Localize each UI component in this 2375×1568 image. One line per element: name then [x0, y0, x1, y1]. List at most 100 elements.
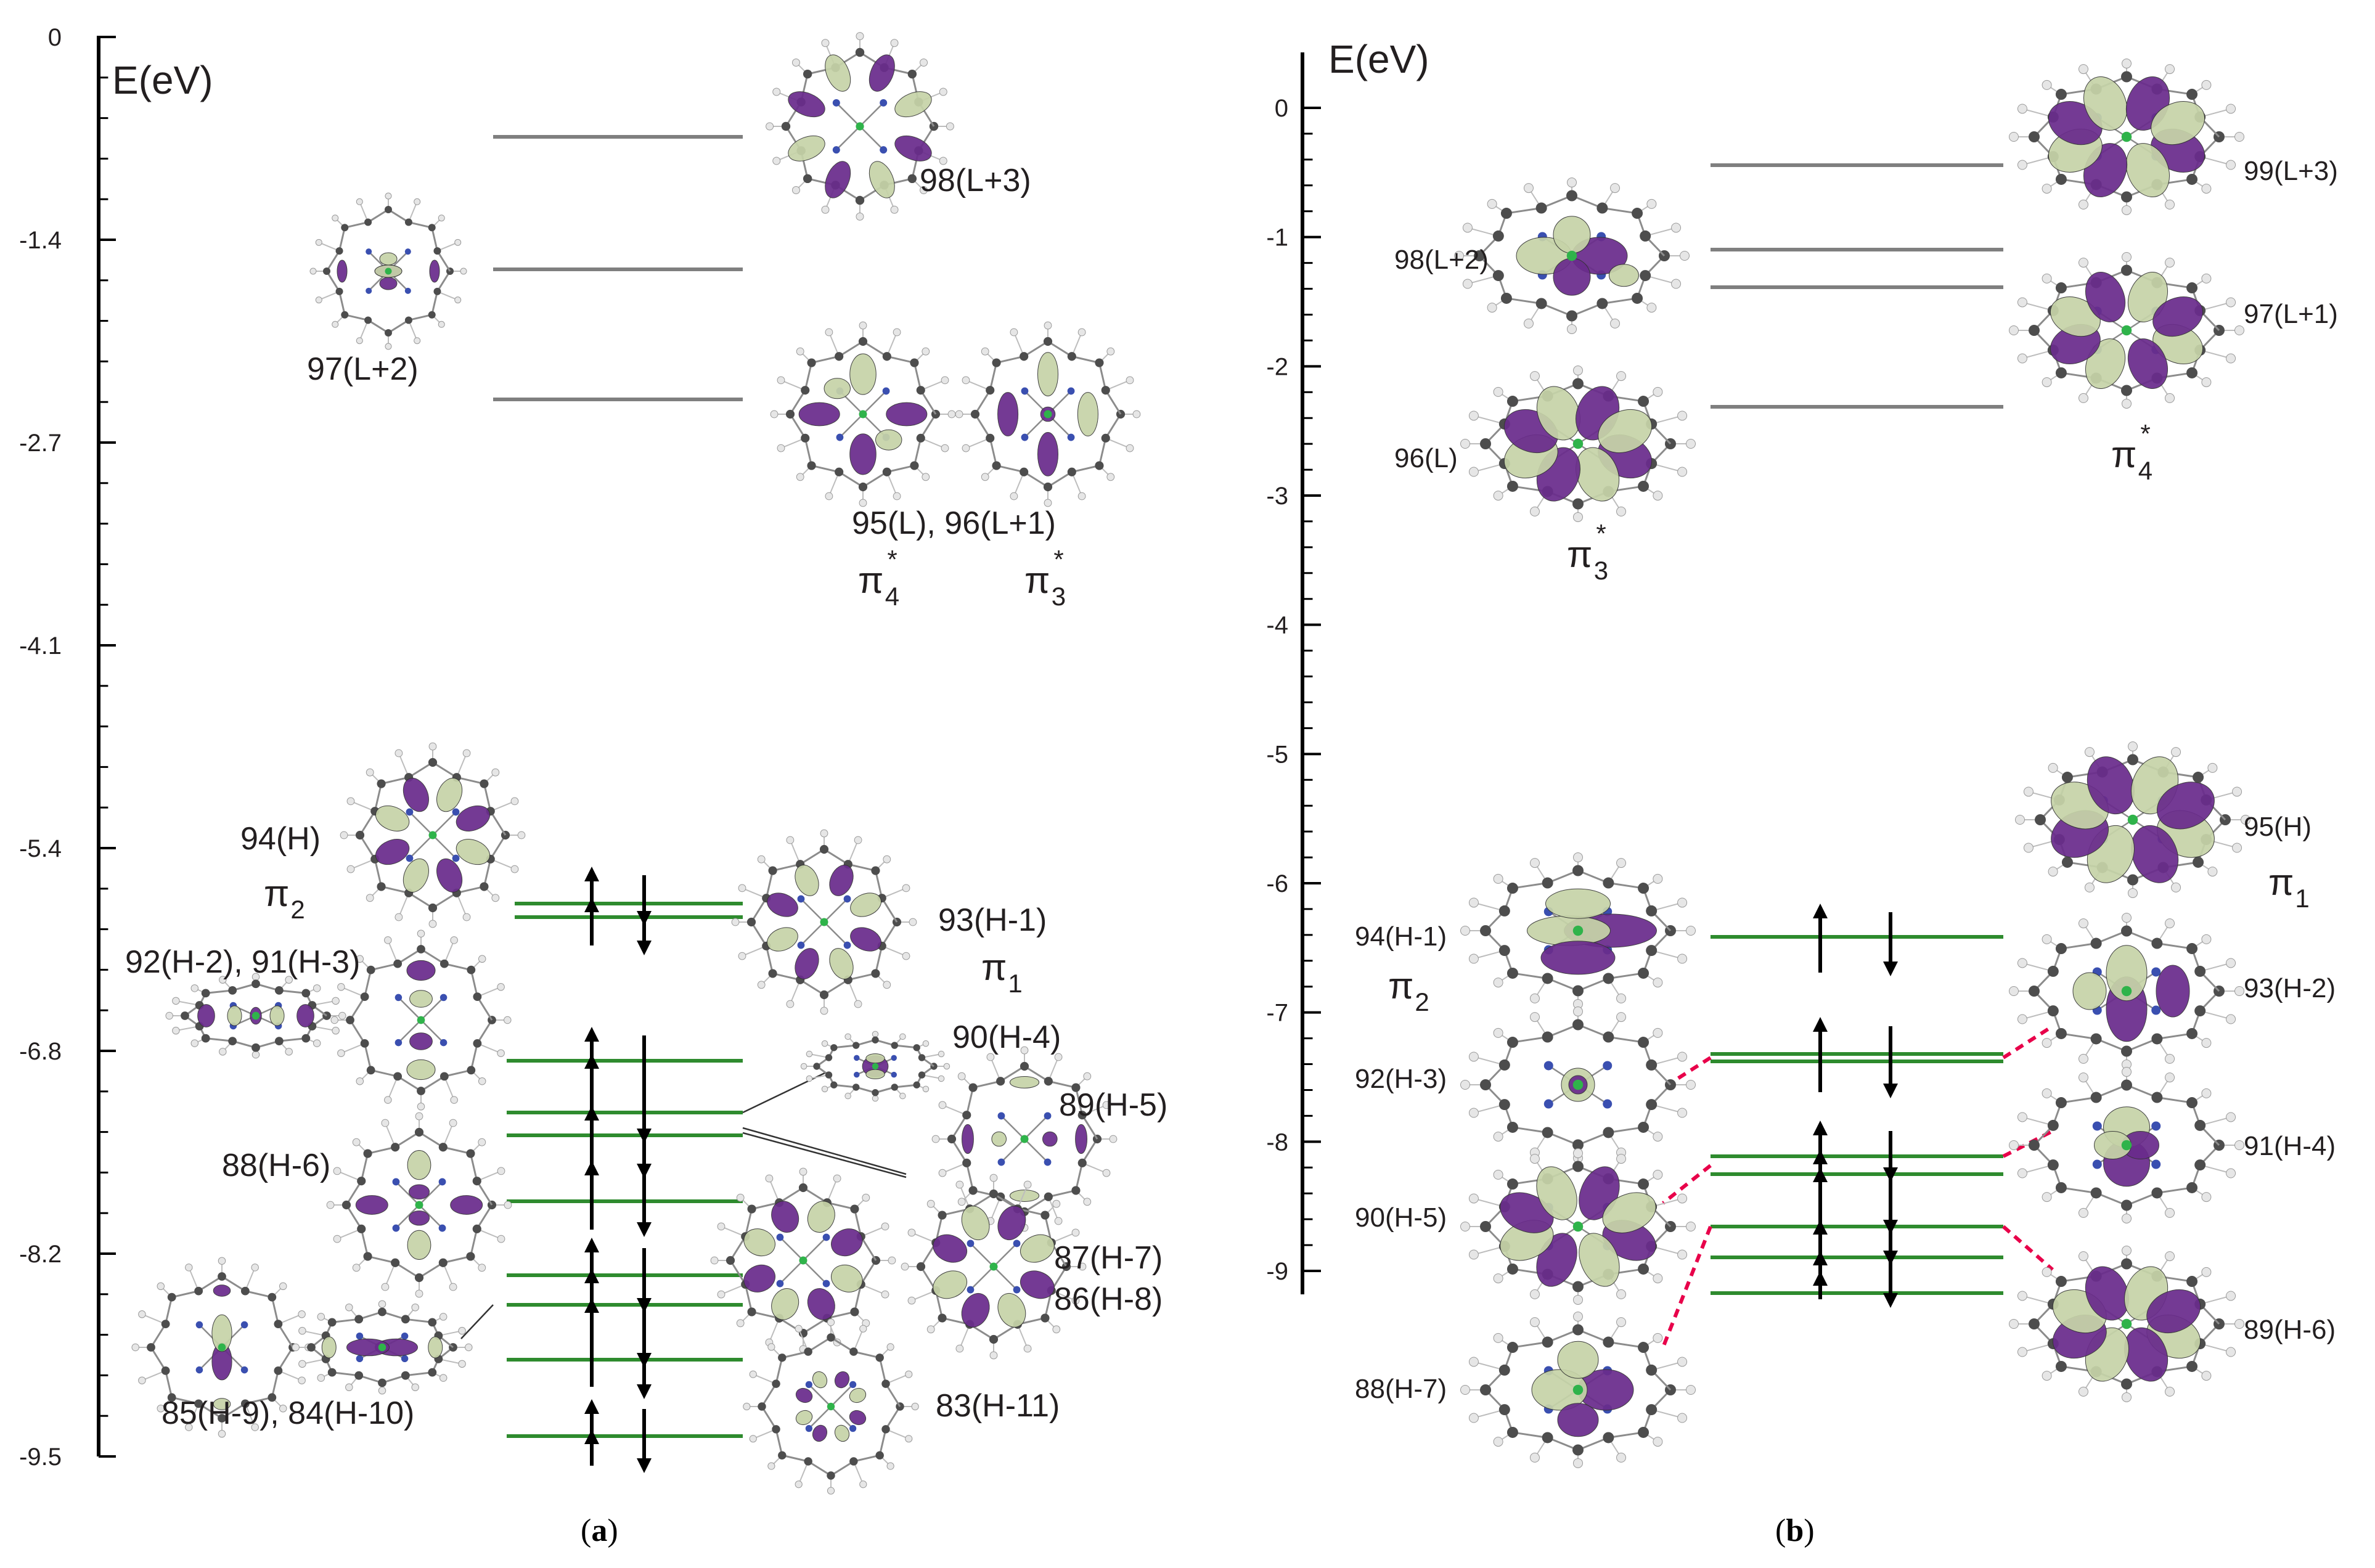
panel-a-pi-labels: π*4 π*3 π2 π1 — [264, 545, 1066, 998]
axis-tick-label: 0 — [1275, 95, 1288, 122]
panel-a-electron-spins — [584, 867, 652, 1473]
axis-tick-label: -2 — [1266, 353, 1288, 380]
axis-tick-label: -4.1 — [19, 632, 62, 659]
axis-tick-label: -8 — [1266, 1129, 1288, 1156]
axis-tick-label: 0 — [48, 24, 62, 51]
axis-tick-label: -7 — [1266, 1000, 1288, 1027]
orbital-87-h7-picture — [710, 1167, 896, 1354]
panel-b: 0 -1 -2 -3 -4 -5 -6 -7 -8 -9 E(eV) — [1266, 37, 2337, 1548]
pi-1-label: π1 — [2268, 862, 2310, 913]
label-90-h4: 90(H-4) — [952, 1019, 1061, 1055]
orbital-85-h9-picture — [131, 1257, 313, 1438]
orbital-91-h4-picture — [2009, 1067, 2244, 1223]
pi-2-label: π2 — [1388, 965, 1429, 1016]
pi-1-label: π1 — [981, 947, 1023, 998]
axis-tick-label: -4 — [1266, 612, 1288, 639]
orbital-95-h-picture — [2015, 741, 2250, 898]
panel-a-labels: 98(L+3) 97(L+2) 95(L), 96(L+1) 94(H) 93(… — [125, 163, 1167, 1431]
orbital-86-h8-picture — [901, 1174, 1087, 1360]
orbital-92-h3-picture — [1460, 1007, 1696, 1163]
orbital-98-l3-picture — [766, 32, 954, 221]
orbital-84-h10-picture — [292, 1300, 473, 1395]
label-93-h2: 93(H-2) — [2244, 973, 2336, 1003]
label-92-h3: 92(H-3) — [1355, 1064, 1447, 1094]
label-98-l3: 98(L+3) — [920, 163, 1031, 198]
panel-a-orbital-pictures — [131, 32, 1141, 1495]
pi-2-label: π2 — [264, 873, 305, 924]
orbital-94-h1-picture — [1460, 852, 1696, 1009]
axis-tick-label: -5.4 — [19, 835, 62, 862]
panel-b-axis-title: E(eV) — [1328, 37, 1429, 81]
orbital-93-h2-picture — [2009, 913, 2244, 1069]
orbital-91-h3-picture — [330, 929, 512, 1111]
orbital-99-l3-picture — [2009, 59, 2244, 215]
orbital-92-h2-picture — [165, 973, 346, 1059]
axis-tick-label: -5 — [1266, 741, 1288, 768]
orbital-89-h6-picture — [2009, 1246, 2244, 1402]
axis-tick-label: -6.8 — [19, 1038, 62, 1065]
label-83-h11: 83(H-11) — [936, 1388, 1060, 1424]
label-89-h6: 89(H-6) — [2244, 1315, 2336, 1345]
panel-b-unoccupied-levels — [1711, 163, 2003, 409]
orbital-88-h7-picture — [1460, 1312, 1696, 1468]
label-90-h5: 90(H-5) — [1355, 1203, 1447, 1233]
label-97-l1: 97(L+1) — [2244, 299, 2338, 329]
pi-star-3-label: π*3 — [1024, 545, 1066, 611]
pi-star-4-label: π*4 — [858, 545, 899, 611]
label-91-h4: 91(H-4) — [2244, 1131, 2336, 1161]
orbital-97-l1-picture — [2009, 252, 2244, 409]
label-99-l3: 99(L+3) — [2244, 156, 2338, 186]
label-89-h5: 89(H-5) — [1059, 1087, 1167, 1123]
orbital-90-h4-picture — [800, 1031, 950, 1102]
label-93-h1: 93(H-1) — [938, 902, 1047, 938]
axis-tick-label: -3 — [1266, 483, 1288, 510]
panel-b-labels: 99(L+3) 98(L+2) 97(L+1) 96(L) 95(H) 94(H… — [1355, 156, 2338, 1404]
orbital-88-h6-picture — [326, 1112, 512, 1298]
axis-tick-label: -9.5 — [19, 1443, 62, 1471]
label-95-96: 95(L), 96(L+1) — [852, 505, 1056, 541]
label-98-l2: 98(L+2) — [1394, 245, 1489, 275]
orbital-94-h-picture — [340, 742, 526, 928]
axis-tick-label: -1.4 — [19, 227, 62, 254]
label-94-h1: 94(H-1) — [1355, 921, 1447, 952]
label-86-h8: 86(H-8) — [1054, 1281, 1163, 1317]
panel-b-electron-spins — [1813, 904, 1898, 1308]
panel-b-correlation-lines — [1661, 1024, 2054, 1349]
orbital-96-l1-picture — [955, 321, 1141, 507]
panel-a-connectors — [460, 1071, 907, 1339]
axis-tick-label: -1 — [1266, 224, 1288, 251]
label-87-h7: 87(H-7) — [1054, 1240, 1163, 1276]
orbital-93-h1-picture — [731, 829, 917, 1015]
panel-a-occupied-levels — [507, 902, 743, 1438]
axis-tick-label: -6 — [1266, 870, 1288, 897]
panel-b-pi-labels: π*4 π*3 π2 π1 — [1388, 419, 2310, 1016]
label-97-l2: 97(L+2) — [307, 351, 419, 387]
orbital-95-l-picture — [770, 321, 956, 507]
panel-b-ticks: 0 -1 -2 -3 -4 -5 -6 -7 -8 -9 — [1266, 95, 1321, 1285]
orbital-90-h5-picture — [1460, 1148, 1696, 1305]
label-94-h: 94(H) — [240, 821, 321, 857]
axis-tick-label: -9 — [1266, 1258, 1288, 1285]
panel-a-ticks: 0 -1.4 -2.7 -4.1 -5.4 -6.8 -8.2 -9.5 — [19, 24, 116, 1471]
label-95-h: 95(H) — [2244, 812, 2312, 842]
panel-a-caption: (a) — [581, 1513, 618, 1548]
panel-a-axis-title: E(eV) — [112, 58, 213, 102]
orbital-83-h11-picture — [743, 1318, 919, 1495]
pi-star-4-label: π*4 — [2111, 419, 2152, 485]
label-96-l: 96(L) — [1394, 443, 1458, 473]
axis-tick-label: -8.2 — [19, 1241, 62, 1268]
orbital-97-l2-picture — [309, 192, 467, 350]
label-85-84: 85(H-9), 84(H-10) — [161, 1395, 414, 1431]
panel-a-unoccupied-levels — [493, 135, 743, 401]
panel-b-caption: (b) — [1775, 1513, 1815, 1548]
orbital-89-h5-picture — [931, 1046, 1118, 1232]
orbital-98-l2-picture — [1454, 178, 1690, 334]
axis-tick-label: -2.7 — [19, 430, 62, 457]
panel-b-orbital-pictures — [1454, 59, 2250, 1468]
panel-b-occupied-levels — [1711, 935, 2003, 1295]
label-88-h7: 88(H-7) — [1355, 1374, 1447, 1404]
pi-star-3-label: π*3 — [1567, 519, 1608, 585]
orbital-96-l-picture — [1460, 365, 1696, 522]
label-92-91: 92(H-2), 91(H-3) — [125, 944, 360, 980]
